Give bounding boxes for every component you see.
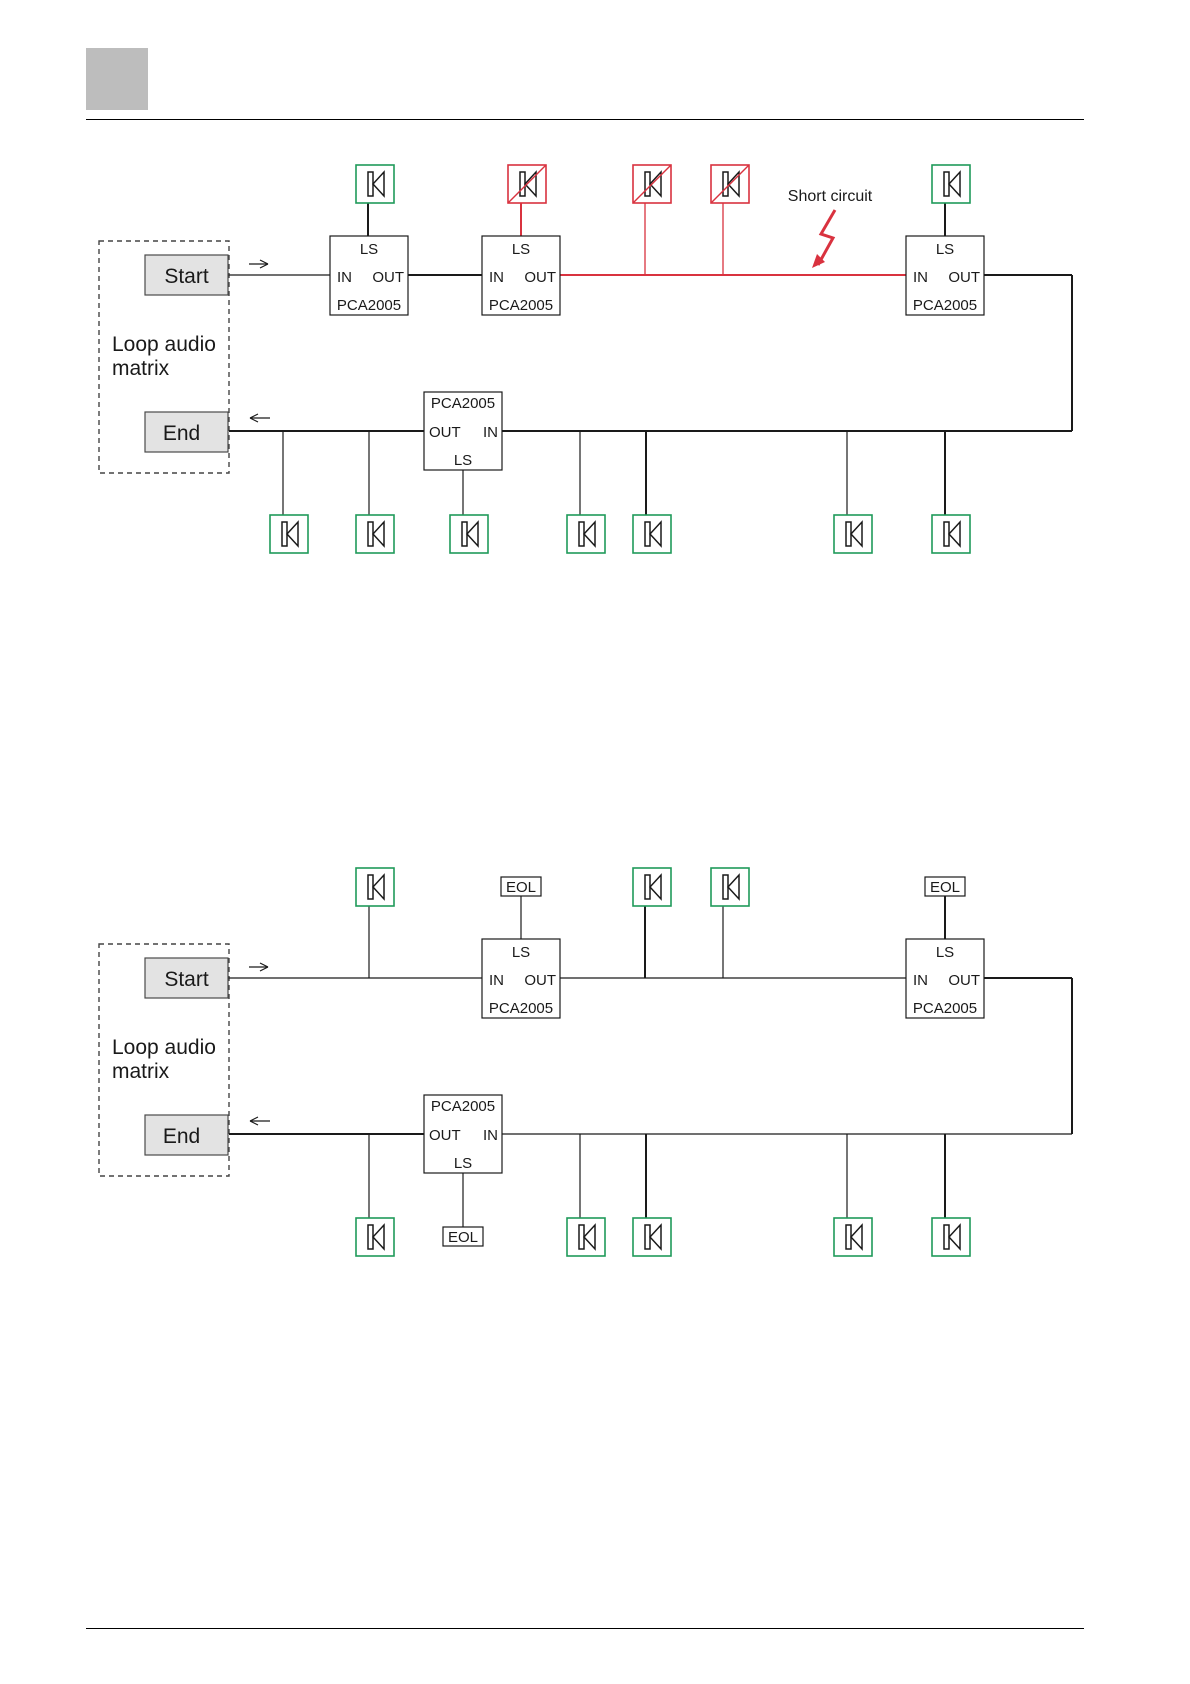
ls-label: LS <box>512 241 530 258</box>
module-name: PCA2005 <box>431 1098 495 1115</box>
out-label: OUT <box>429 424 461 441</box>
speaker-icon <box>270 515 308 553</box>
out-label: OUT <box>429 1127 461 1144</box>
pca2005-module: LS IN OUT PCA2005 <box>482 203 560 315</box>
lightning-bolt-icon <box>818 210 835 265</box>
out-label: OUT <box>524 269 556 286</box>
speaker-icon-faulted <box>633 165 671 203</box>
speaker-icon-faulted <box>711 165 749 203</box>
speaker-icon <box>567 1218 605 1256</box>
in-label: IN <box>337 269 352 286</box>
pca2005-module: EOL LS IN OUT PCA2005 <box>482 877 560 1018</box>
in-label: IN <box>483 424 498 441</box>
ls-label: LS <box>936 944 954 961</box>
ls-label: LS <box>454 452 472 469</box>
loop-diagram-end-of-line: Loop audio matrix Start End EOL LS IN OU… <box>0 703 1190 1303</box>
arrow-icon <box>250 414 270 422</box>
footer-rule <box>86 1628 1084 1629</box>
module-name: PCA2005 <box>913 1000 977 1017</box>
loop-diagram-short-circuit: Loop audio matrix Start End LS IN OUT PC… <box>0 0 1190 600</box>
module-name: PCA2005 <box>913 297 977 314</box>
start-label: Start <box>164 265 209 288</box>
speaker-icon <box>633 1218 671 1256</box>
eol-label: EOL <box>506 879 536 896</box>
start-label: Start <box>164 968 209 991</box>
out-label: OUT <box>372 269 404 286</box>
speaker-icon <box>567 515 605 553</box>
speaker-icon <box>932 1218 970 1256</box>
module-name: PCA2005 <box>489 297 553 314</box>
pca2005-module: EOL LS IN OUT PCA2005 <box>906 877 984 1018</box>
module-name: PCA2005 <box>431 395 495 412</box>
in-label: IN <box>913 269 928 286</box>
pca2005-module: LS IN OUT PCA2005 <box>906 203 984 315</box>
matrix-label-line2: matrix <box>112 1060 170 1083</box>
ls-label: LS <box>454 1155 472 1172</box>
speaker-icon <box>834 1218 872 1256</box>
speaker-icon <box>356 165 394 203</box>
in-label: IN <box>489 972 504 989</box>
arrow-icon <box>249 963 268 971</box>
matrix-label-line2: matrix <box>112 357 170 380</box>
speaker-icon <box>356 868 394 906</box>
ls-label: LS <box>360 241 378 258</box>
end-label: End <box>163 1125 200 1148</box>
speaker-icon <box>633 868 671 906</box>
speaker-icon <box>450 515 488 553</box>
speaker-icon-faulted <box>508 165 546 203</box>
speaker-icon <box>932 165 970 203</box>
in-label: IN <box>489 269 504 286</box>
pca2005-module-return: PCA2005 OUT IN LS <box>424 392 502 515</box>
out-label: OUT <box>948 269 980 286</box>
pca2005-module: LS IN OUT PCA2005 <box>330 203 408 315</box>
module-name: PCA2005 <box>489 1000 553 1017</box>
speaker-icon <box>932 515 970 553</box>
in-label: IN <box>913 972 928 989</box>
arrow-icon <box>249 260 268 268</box>
eol-label: EOL <box>448 1229 478 1246</box>
out-label: OUT <box>948 972 980 989</box>
speaker-icon <box>711 868 749 906</box>
ls-label: LS <box>512 944 530 961</box>
speaker-icon <box>633 515 671 553</box>
speaker-icon <box>356 515 394 553</box>
pca2005-module-return: PCA2005 OUT IN LS EOL <box>424 1095 502 1246</box>
matrix-label-line1: Loop audio <box>112 333 216 356</box>
end-label: End <box>163 422 200 445</box>
short-circuit-label: Short circuit <box>788 188 873 205</box>
out-label: OUT <box>524 972 556 989</box>
ls-label: LS <box>936 241 954 258</box>
speaker-icon <box>356 1218 394 1256</box>
module-name: PCA2005 <box>337 297 401 314</box>
in-label: IN <box>483 1127 498 1144</box>
speaker-icon <box>834 515 872 553</box>
eol-label: EOL <box>930 879 960 896</box>
matrix-label-line1: Loop audio <box>112 1036 216 1059</box>
arrow-icon <box>250 1117 270 1125</box>
